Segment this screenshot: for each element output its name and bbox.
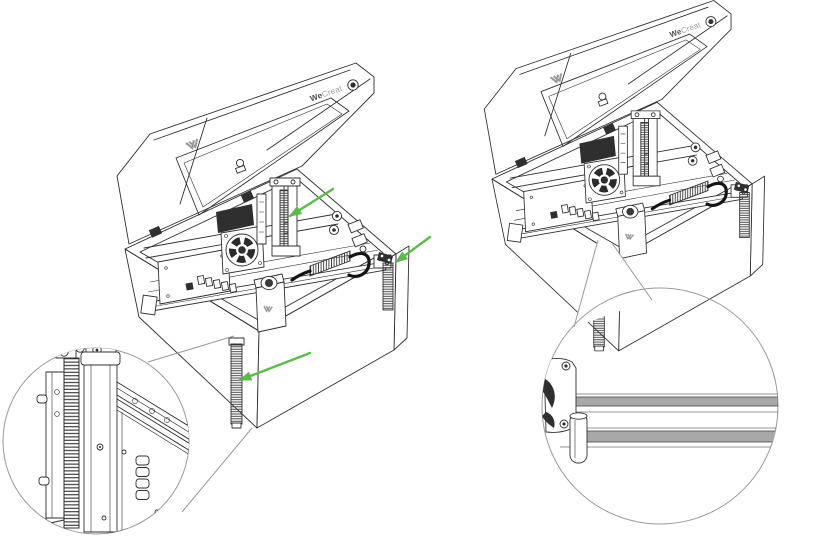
- lead-screw-detail: [36, 348, 189, 534]
- machine-left: [117, 63, 409, 428]
- right-callout: [541, 239, 779, 525]
- rail-grease-strip-bottom: [585, 430, 778, 443]
- linear-rail-detail: [542, 357, 778, 464]
- callout-leader-lines: [147, 335, 253, 513]
- left-callout: [2, 335, 253, 535]
- grease-arrow-right-corner-lead-screw: [394, 235, 432, 264]
- grease-point-arrows: [238, 187, 432, 382]
- callout-cone: [574, 240, 652, 327]
- rail-bearing-cylinder: [569, 412, 588, 464]
- grease-arrow-front-corner-lead-screw: [238, 351, 312, 382]
- rail-end-plate: [543, 357, 577, 433]
- grease-arrow-z-axis-lead-screw: [288, 187, 335, 218]
- lead-screw-thread: [63, 357, 80, 529]
- rail-grease-strip-top: [571, 396, 778, 407]
